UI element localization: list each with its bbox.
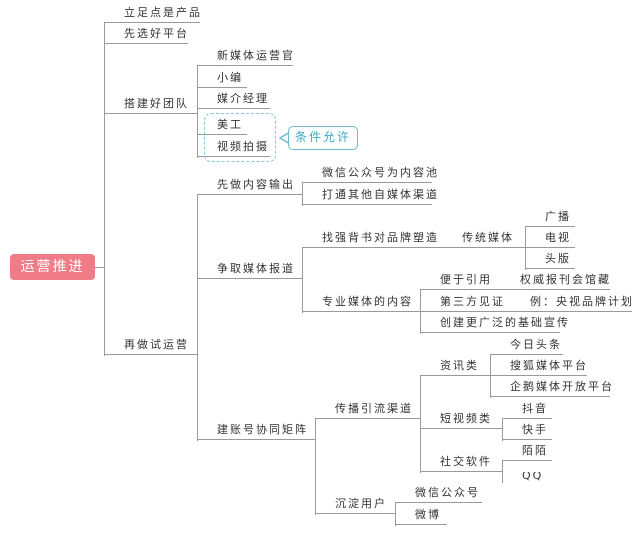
node-short-video[interactable]: 短视频类 — [420, 412, 502, 429]
connector — [104, 23, 105, 356]
node-team-operator[interactable]: 新媒体运营官 — [197, 49, 293, 66]
third-party-note: 例：央视品牌计划 — [530, 295, 634, 308]
node-team-editor[interactable]: 小编 — [197, 71, 247, 88]
node-team-designer[interactable]: 美工 — [197, 118, 247, 135]
optional-group-boundary — [204, 113, 276, 162]
connector — [395, 503, 396, 526]
node-toutiao[interactable]: 今日头条 — [490, 338, 563, 355]
root-node[interactable]: 运营推进 — [10, 254, 95, 280]
node-channels[interactable]: 传播引流渠道 — [315, 402, 420, 419]
connector — [95, 267, 104, 268]
easy-cite-note: 权威报刊会馆藏 — [520, 273, 611, 286]
node-radio[interactable]: 广播 — [525, 210, 575, 227]
node-build-team[interactable]: 搭建好团队 — [104, 97, 197, 114]
easy-cite-label: 便于引用 — [440, 273, 492, 286]
node-kuaishou[interactable]: 快手 — [502, 423, 552, 440]
node-qq[interactable]: QQ — [522, 472, 542, 482]
node-team-media-manager[interactable]: 媒介经理 — [197, 92, 270, 109]
node-headline[interactable]: 头版 — [525, 252, 575, 269]
node-social[interactable]: 社交软件 — [420, 455, 502, 472]
connector — [315, 419, 316, 515]
endorsement-label: 找强背书对品牌塑造 — [322, 231, 439, 244]
callout-pointer — [279, 131, 291, 145]
connector — [197, 66, 198, 158]
node-third-party[interactable]: 第三方见证 例：央视品牌计划 — [420, 295, 632, 312]
node-other-channels[interactable]: 打通其他自媒体渠道 — [302, 188, 437, 205]
connector — [302, 248, 303, 313]
connector — [502, 461, 503, 483]
node-product-foundation[interactable]: 立足点是产品 — [104, 6, 200, 23]
node-easy-cite[interactable]: 便于引用 权威报刊会馆藏 — [420, 273, 610, 290]
node-wechat-official[interactable]: 微信公众号 — [395, 486, 482, 503]
node-pro-media[interactable]: 专业媒体的内容 — [302, 295, 420, 312]
node-sohu[interactable]: 搜狐媒体平台 — [490, 359, 587, 376]
connector — [502, 419, 503, 441]
node-broad-publicity[interactable]: 创建更广泛的基础宣传 — [420, 316, 568, 333]
connector — [420, 376, 421, 473]
node-news[interactable]: 资讯类 — [420, 359, 490, 376]
traditional-media-label: 传统媒体 — [462, 231, 514, 244]
third-party-label: 第三方见证 — [440, 295, 505, 308]
node-momo[interactable]: 陌陌 — [502, 444, 552, 461]
node-retain-users[interactable]: 沉淀用户 — [315, 497, 395, 514]
node-choose-platform[interactable]: 先选好平台 — [104, 27, 188, 44]
connector — [302, 183, 303, 206]
node-douyin[interactable]: 抖音 — [502, 402, 552, 419]
connector — [197, 195, 198, 441]
callout-condition[interactable]: 条件允许 — [288, 126, 358, 150]
node-team-video[interactable]: 视频拍摄 — [197, 140, 270, 157]
node-account-matrix[interactable]: 建账号协同矩阵 — [197, 423, 315, 440]
node-weibo[interactable]: 微博 — [395, 508, 447, 525]
node-content-output[interactable]: 先做内容输出 — [197, 178, 302, 195]
node-wechat-pool[interactable]: 微信公众号为内容池 — [302, 166, 437, 183]
qq-clip: QQ — [502, 472, 542, 484]
connector — [525, 227, 526, 270]
node-trial-operation[interactable]: 再做试运营 — [104, 338, 197, 355]
node-media-coverage[interactable]: 争取媒体报道 — [197, 262, 302, 279]
connector — [420, 290, 421, 334]
node-tv[interactable]: 电视 — [525, 231, 575, 248]
node-penguin[interactable]: 企鹅媒体开放平台 — [490, 380, 612, 397]
connector — [490, 355, 491, 398]
node-endorsement[interactable]: 找强背书对品牌塑造 传统媒体 — [302, 231, 525, 248]
